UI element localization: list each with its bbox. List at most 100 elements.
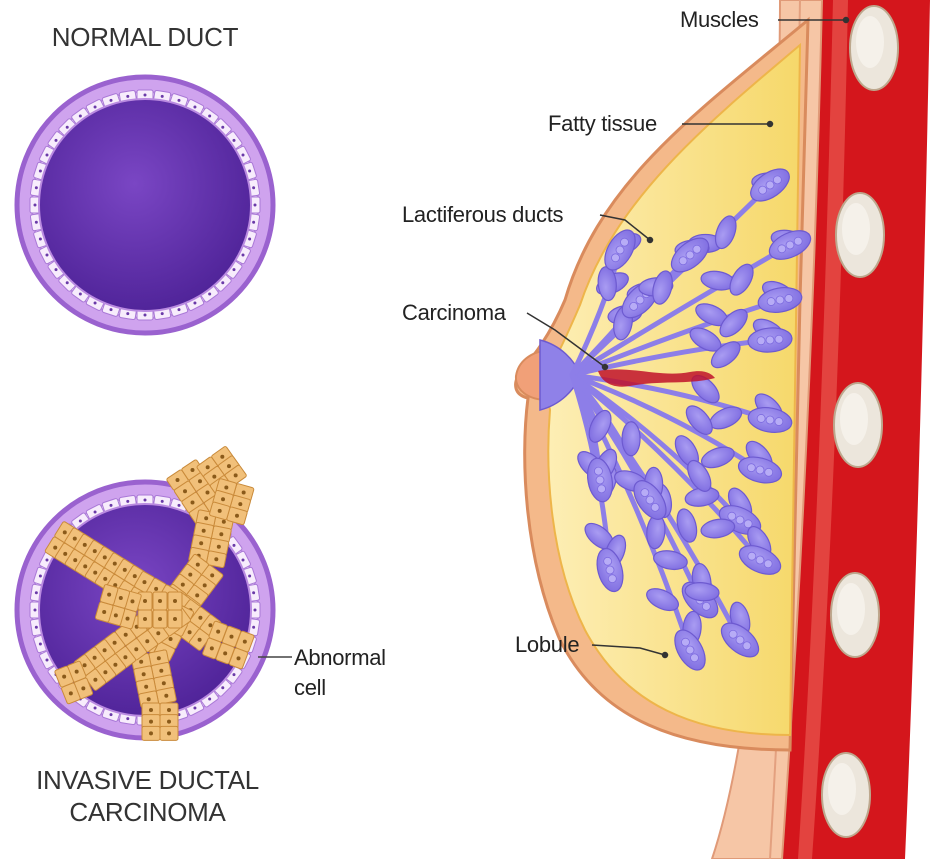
abnormal-cell-nucleus [62,675,66,679]
cell-nucleus [45,658,48,661]
abnormal-cell-nucleus [238,502,242,506]
abnormal-cell-nucleus [81,686,85,690]
lobule-acinus [775,418,783,426]
cell-nucleus [208,292,211,295]
cell-nucleus [110,308,113,311]
abnormal-cell-nucleus [198,638,202,642]
lobule-acinus [766,416,774,424]
abnormal-cell-nucleus [103,670,107,674]
invasive-ductal-title-line1: INVASIVE DUCTAL [20,765,275,795]
abnormal-cell-nucleus [143,599,147,603]
cell-nucleus [232,673,235,676]
lobule-acinus [729,630,737,638]
cell-nucleus [252,591,255,594]
cell-nucleus [110,713,113,716]
abnormal-cell-nucleus [83,543,87,547]
cell-nucleus [254,204,257,207]
cell-nucleus [242,253,245,256]
cell-nucleus [144,94,147,97]
lobule-acinus [702,602,710,610]
lobule-acinus [756,556,764,564]
abnormal-cell-nucleus [208,623,212,627]
rib-highlight [842,203,870,255]
lobule-acinus [612,254,620,262]
cell-nucleus [79,115,82,118]
cell-nucleus [193,707,196,710]
abnormal-cell-nucleus [199,541,203,545]
cell-nucleus [248,170,251,173]
lobule-acinus [616,246,624,254]
abnormal-cell-nucleus [119,596,123,600]
lobule-acinus [766,181,774,189]
abnormal-cell-nucleus [134,647,138,651]
cell-nucleus [79,520,82,523]
lobule-acinus [767,298,775,306]
abnormal-cell-nucleus [149,708,153,712]
abnormal-cell-nucleus [203,583,207,587]
abnormal-cell-nucleus [167,708,171,712]
cell-nucleus [221,686,224,689]
lobule-acinus [682,638,690,646]
cell-nucleus [161,95,164,98]
lobule-acinus [630,302,638,310]
abnormal-cell-nucleus [224,486,228,490]
abnormal-cell-nucleus [212,475,216,479]
cell-nucleus [248,237,251,240]
lobule-acinus [785,294,793,302]
abnormal-cell-nucleus [73,558,77,562]
cell-nucleus [94,510,97,513]
abnormal-cell-nucleus [143,617,147,621]
lobule-acinus [679,257,687,265]
abnormal-cell-nucleus [219,532,223,536]
abnormal-cell-nucleus [93,549,97,553]
abnormal-cell-nucleus [130,599,134,603]
abnormal-cell-nucleus [210,573,214,577]
abnormal-cell-nucleus [149,720,153,724]
abnormal-cell-nucleus [113,562,117,566]
abnormal-cell-nucleus [167,731,171,735]
normal-duct-title: NORMAL DUCT [35,22,255,52]
lobule-acinus [766,336,774,344]
abnormal-cell-nucleus [243,640,247,644]
abnormal-cell-nucleus [191,500,195,504]
abnormal-cell-nucleus [158,617,162,621]
cell-nucleus [35,221,38,224]
abnormal-cell-nucleus [188,630,192,634]
cell-nucleus [232,268,235,271]
cell-nucleus [252,186,255,189]
abnormal-cell-nucleus [206,465,210,469]
lobule [622,422,640,456]
cell-nucleus [252,221,255,224]
abnormal-cell-nucleus [221,497,225,501]
lobule-acinus [691,654,699,662]
lobule-acinus [756,466,764,474]
lobule-acinus [759,186,767,194]
cell-nucleus [193,302,196,305]
cell-nucleus [232,544,235,547]
abnormal-cell-nucleus [176,478,180,482]
cell-nucleus [252,626,255,629]
normal-duct-illustration [17,77,273,333]
abnormal-cell-nucleus [124,633,128,637]
lobule-acinus [764,560,772,568]
cell-nucleus [94,707,97,710]
abnormal-cell-label-line2: cell [294,675,326,701]
invasive-duct-illustration [17,446,273,740]
abnormal-cell-nucleus [167,720,171,724]
lobule-acinus [778,245,786,253]
cell-nucleus [55,268,58,271]
abnormal-cell-nucleus [198,479,202,483]
cell-nucleus [34,609,37,612]
abnormal-cell-nucleus [234,473,238,477]
abnormal-cell-nucleus [169,637,173,641]
cell-nucleus [45,253,48,256]
cell-nucleus [45,559,48,562]
cell-nucleus [161,500,164,503]
abnormal-cell-nucleus [139,660,143,664]
abnormal-cell-nucleus [158,599,162,603]
cell-nucleus [208,697,211,700]
lobule-acinus [596,476,604,484]
abnormal-cell-nucleus [93,571,97,575]
